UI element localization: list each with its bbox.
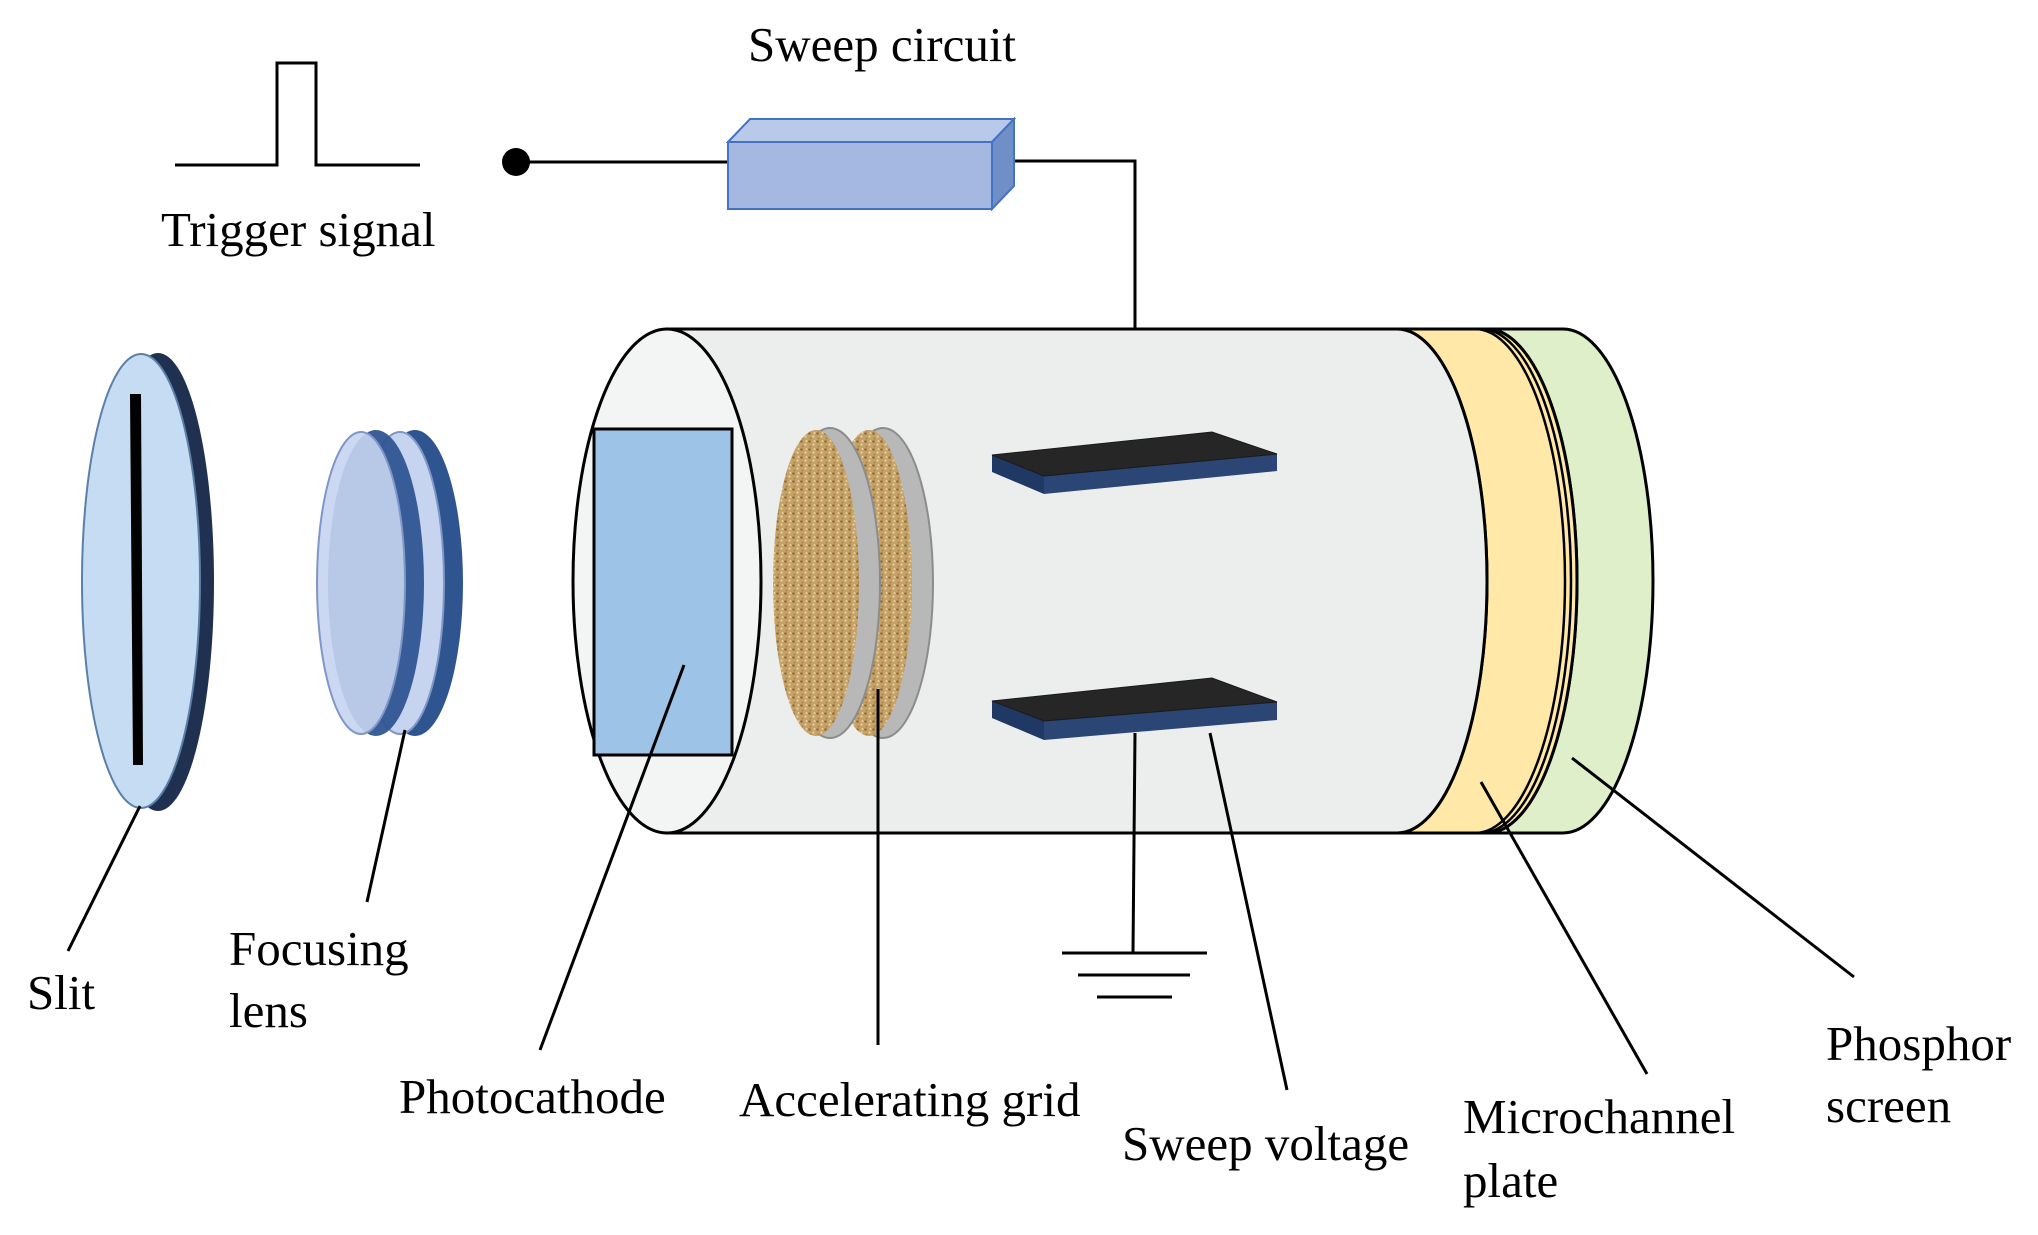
deflection-plate-top <box>991 431 1278 494</box>
microchannel-plate-label-line1: Microchannel <box>1463 1089 1735 1144</box>
photocathode-label: Photocathode <box>399 1069 666 1124</box>
sweep-voltage-label: Sweep voltage <box>1122 1116 1409 1171</box>
photocathode <box>592 427 734 757</box>
slit-label: Slit <box>27 965 95 1020</box>
deflection-plate-bottom <box>991 677 1278 740</box>
ground-icon <box>1062 732 1207 999</box>
phosphor-screen-label-line2: screen <box>1826 1078 1951 1133</box>
accelerating-grid-label: Accelerating grid <box>739 1072 1080 1127</box>
focusing-lens-label-line2: lens <box>229 983 308 1038</box>
trigger-signal-label: Trigger signal <box>161 202 436 257</box>
accelerating-grid <box>773 427 934 739</box>
microchannel-plate-label-line2: plate <box>1463 1153 1558 1208</box>
slit-plate <box>81 353 214 811</box>
slit-aperture <box>130 394 143 765</box>
sweep-circuit-box <box>725 116 1017 212</box>
trigger-pulse-icon <box>175 61 420 167</box>
focusing-lens-label-line1: Focusing <box>229 921 409 976</box>
sweep-circuit-label: Sweep circuit <box>748 17 1016 72</box>
phosphor-screen-label-line1: Phosphor <box>1826 1016 2011 1071</box>
leader-lines <box>66 664 1855 1091</box>
focusing-lens <box>316 430 463 736</box>
